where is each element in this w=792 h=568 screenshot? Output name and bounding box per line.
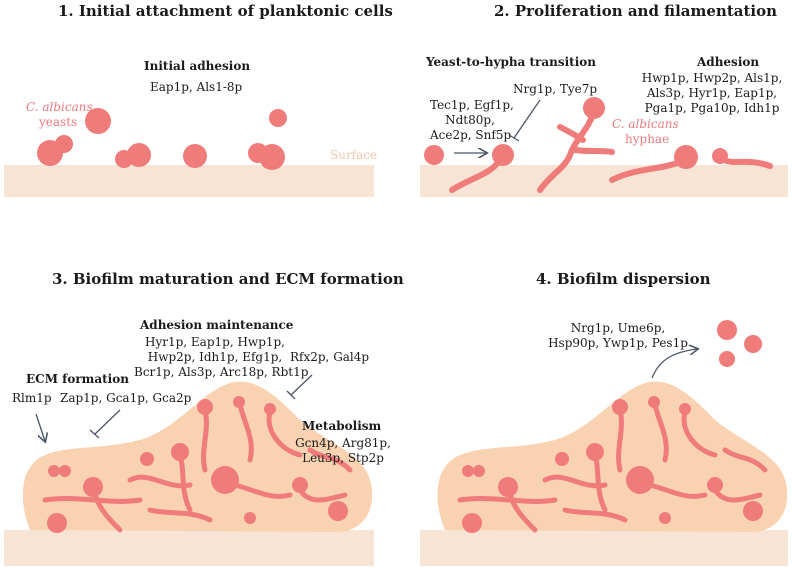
panel1-genes: Eap1p, Als1-8p [150, 80, 243, 94]
panel4-title: 4. Biofilm dispersion [536, 270, 711, 288]
panel2-heading-left: Yeast-to-hypha transition [426, 55, 597, 69]
metabolism-line: Leu3p, Stp2p [302, 451, 384, 465]
repression-bar [508, 134, 520, 142]
repression-line [513, 99, 541, 139]
rfx2-repression-bar [286, 390, 296, 400]
metabolism-heading: Metabolism [302, 419, 382, 433]
ecm-repressors: Zap1p, Gca1p, Gca2p [60, 391, 192, 405]
ecm-activation-arrow [35, 413, 45, 441]
repressor-genes: Nrg1p, Tye7p [513, 82, 598, 96]
panel2-hyphae [424, 97, 773, 193]
panel2-label-plain: hyphae [625, 132, 670, 146]
adhesion-maintenance-genes: Hyr1p, Eap1p, Hwp1p, Hwp2p, Idh1p, Efg1p… [134, 335, 309, 380]
panel1-yeast-cells [37, 108, 287, 170]
ecm-activator: Rlm1p [12, 391, 52, 405]
dispersion-line: Nrg1p, Ume6p, [570, 321, 666, 335]
ecm-repression-line [94, 409, 121, 435]
metabolism-line: Gcn4p, Arg81p, [295, 436, 391, 450]
panel2-surface [420, 165, 788, 197]
panel4-cells [457, 320, 768, 533]
panel3-title: 3. Biofilm maturation and ECM formation [52, 270, 404, 288]
adhesion-maintenance-line: Bcr1p, Als3p, Arc18p, Rbt1p [134, 365, 309, 379]
panel1-label-italic: C. albicans [26, 100, 93, 114]
dispersion-genes: Nrg1p, Ume6p, Hsp90p, Ywp1p, Pes1p [548, 321, 688, 351]
panel2-title: 2. Proliferation and filamentation [494, 2, 778, 20]
activator-list: Tec1p, Egf1p, Ndt80p, Ace2p, Snf5p [430, 98, 514, 143]
panel4-surface [420, 530, 788, 566]
activator-line: Ace2p, Snf5p [430, 128, 512, 142]
ecm-heading: ECM formation [26, 372, 129, 386]
adhesion-maintenance-heading: Adhesion maintenance [140, 318, 294, 332]
panel3-surface [4, 530, 374, 566]
panel1-title: 1. Initial attachment of planktonic cell… [58, 2, 393, 20]
ecm-repression-bar [89, 429, 100, 439]
adhesion-line: Pga1p, Pga10p, Idh1p [644, 101, 780, 115]
panel1-heading: Initial adhesion [144, 59, 251, 73]
adhesion-gene-list: Hwp1p, Hwp2p, Als1p, Als3p, Hyr1p, Eap1p… [637, 71, 787, 116]
rfx2-repressor: Rfx2p, Gal4p [290, 350, 370, 364]
panel1-label-plain: yeasts [39, 115, 78, 129]
panel2-label-italic: C. albicans [612, 117, 679, 131]
surface-label: Surface [330, 148, 378, 162]
activator-line: Tec1p, Egf1p, [430, 98, 514, 112]
panel3-cells [42, 396, 353, 533]
adhesion-line: Hwp1p, Hwp2p, Als1p, [641, 71, 783, 85]
activator-line: Ndt80p, [445, 113, 495, 127]
dispersion-line: Hsp90p, Ywp1p, Pes1p [548, 336, 688, 350]
metabolism-genes: Gcn4p, Arg81p, Leu3p, Stp2p [288, 436, 398, 466]
adhesion-maintenance-line: Hyr1p, Eap1p, Hwp1p, [144, 335, 285, 349]
dispersion-arrow [651, 349, 697, 379]
rfx2-repression-line [290, 374, 313, 396]
adhesion-line: Als3p, Hyr1p, Eap1p, [646, 86, 778, 100]
panel2-heading-right: Adhesion [697, 55, 760, 69]
adhesion-maintenance-line: Hwp2p, Idh1p, Efg1p, [147, 350, 283, 364]
panel1-surface [4, 165, 374, 197]
